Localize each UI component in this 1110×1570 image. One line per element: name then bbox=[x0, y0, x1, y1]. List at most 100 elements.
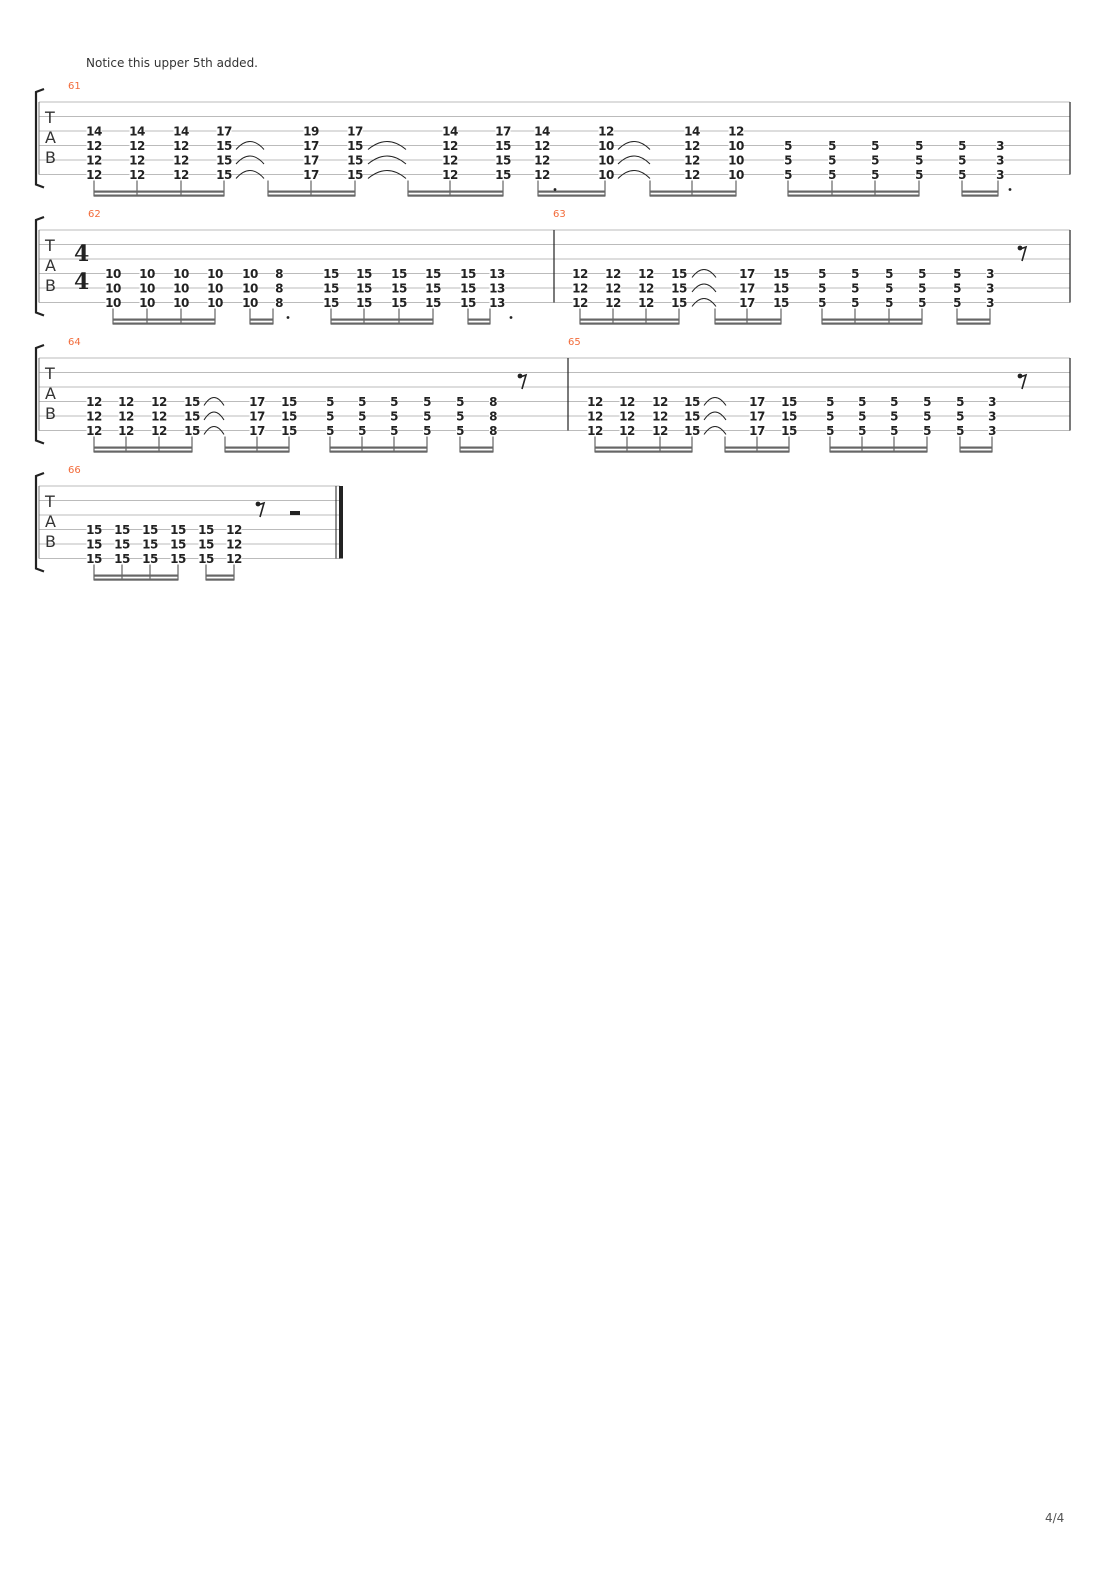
fret-number: 5 bbox=[915, 139, 923, 153]
fret-background bbox=[684, 169, 700, 180]
beam bbox=[330, 450, 427, 453]
fret-number: 17 bbox=[739, 282, 755, 296]
fret-number: 10 bbox=[598, 154, 614, 168]
fret-background bbox=[173, 126, 189, 136]
beat-chord: 888 bbox=[489, 395, 498, 438]
fret-background bbox=[996, 169, 1004, 180]
fret-number: 17 bbox=[749, 424, 765, 438]
fret-background bbox=[638, 297, 654, 308]
fret-number: 12 bbox=[572, 282, 588, 296]
fret-background bbox=[781, 411, 797, 421]
tab-clef-letter: T bbox=[44, 236, 55, 255]
fret-number: 5 bbox=[326, 395, 334, 409]
fret-number: 3 bbox=[996, 154, 1004, 168]
measure-64: 6412121212121212121215151517171715151555… bbox=[68, 337, 528, 453]
tie-arc bbox=[691, 269, 717, 278]
beam-group bbox=[112, 308, 216, 325]
fret-background bbox=[781, 425, 797, 436]
fret-background bbox=[390, 411, 398, 421]
beat-chord: 888 bbox=[275, 267, 284, 310]
beam bbox=[830, 446, 927, 449]
fret-number: 5 bbox=[858, 410, 866, 424]
fret-number: 15 bbox=[281, 410, 297, 424]
fret-number: 5 bbox=[784, 168, 792, 182]
fret-background bbox=[118, 396, 134, 407]
fret-number: 8 bbox=[275, 296, 283, 310]
measure-number: 62 bbox=[88, 209, 101, 220]
fret-number: 5 bbox=[871, 139, 879, 153]
tab-system: TAB6114121212141212121412121217151515191… bbox=[34, 81, 1071, 197]
fret-background bbox=[275, 283, 283, 293]
fret-number: 15 bbox=[198, 523, 214, 537]
fret-background bbox=[652, 425, 668, 436]
fret-background bbox=[918, 268, 926, 279]
fret-number: 12 bbox=[587, 410, 603, 424]
fret-background bbox=[423, 425, 431, 436]
beat-chord: 555 bbox=[358, 395, 367, 438]
fret-background bbox=[749, 396, 765, 407]
fret-number: 15 bbox=[773, 282, 789, 296]
fret-number: 17 bbox=[739, 267, 755, 281]
fret-number: 5 bbox=[826, 424, 834, 438]
beam-group bbox=[649, 180, 737, 197]
fret-number: 10 bbox=[139, 296, 155, 310]
beam bbox=[595, 446, 692, 449]
beam-group bbox=[93, 180, 225, 197]
beat-chord: 555 bbox=[390, 395, 399, 438]
fret-number: 12 bbox=[572, 267, 588, 281]
fret-background bbox=[495, 155, 511, 165]
beam bbox=[822, 318, 922, 321]
beat-chord: 555 bbox=[871, 139, 880, 182]
fret-number: 15 bbox=[684, 395, 700, 409]
fret-background bbox=[114, 524, 130, 535]
beam bbox=[331, 322, 433, 325]
fret-number: 5 bbox=[390, 395, 398, 409]
fret-background bbox=[151, 411, 167, 421]
tab-clef-letter: A bbox=[45, 128, 56, 147]
fret-background bbox=[489, 283, 505, 293]
fret-number: 5 bbox=[784, 139, 792, 153]
fret-number: 15 bbox=[281, 424, 297, 438]
fret-number: 17 bbox=[303, 168, 319, 182]
beam bbox=[725, 450, 789, 453]
beam bbox=[94, 450, 192, 453]
fret-number: 12 bbox=[534, 168, 550, 182]
beat-chord: 555 bbox=[858, 395, 867, 438]
beat-chord: 555 bbox=[784, 139, 793, 182]
fret-number: 10 bbox=[173, 296, 189, 310]
fret-background bbox=[173, 169, 189, 180]
beam-group bbox=[961, 180, 999, 197]
fret-background bbox=[915, 155, 923, 165]
fret-background bbox=[114, 553, 130, 564]
fret-number: 15 bbox=[425, 267, 441, 281]
beat-chord: 555 bbox=[423, 395, 432, 438]
fret-background bbox=[818, 297, 826, 308]
fret-number: 10 bbox=[728, 168, 744, 182]
fret-background bbox=[216, 126, 232, 136]
fret-background bbox=[86, 553, 102, 564]
tab-system: TAB6412121212121212121215151517171715151… bbox=[34, 337, 1071, 453]
fret-background bbox=[572, 268, 588, 279]
fret-number: 12 bbox=[173, 154, 189, 168]
beam bbox=[957, 322, 990, 325]
tab-clef-letter: A bbox=[45, 384, 56, 403]
beam bbox=[94, 574, 178, 577]
fret-background bbox=[851, 297, 859, 308]
fret-number: 15 bbox=[356, 267, 372, 281]
beat-chord: 555 bbox=[826, 395, 835, 438]
fret-number: 5 bbox=[890, 424, 898, 438]
